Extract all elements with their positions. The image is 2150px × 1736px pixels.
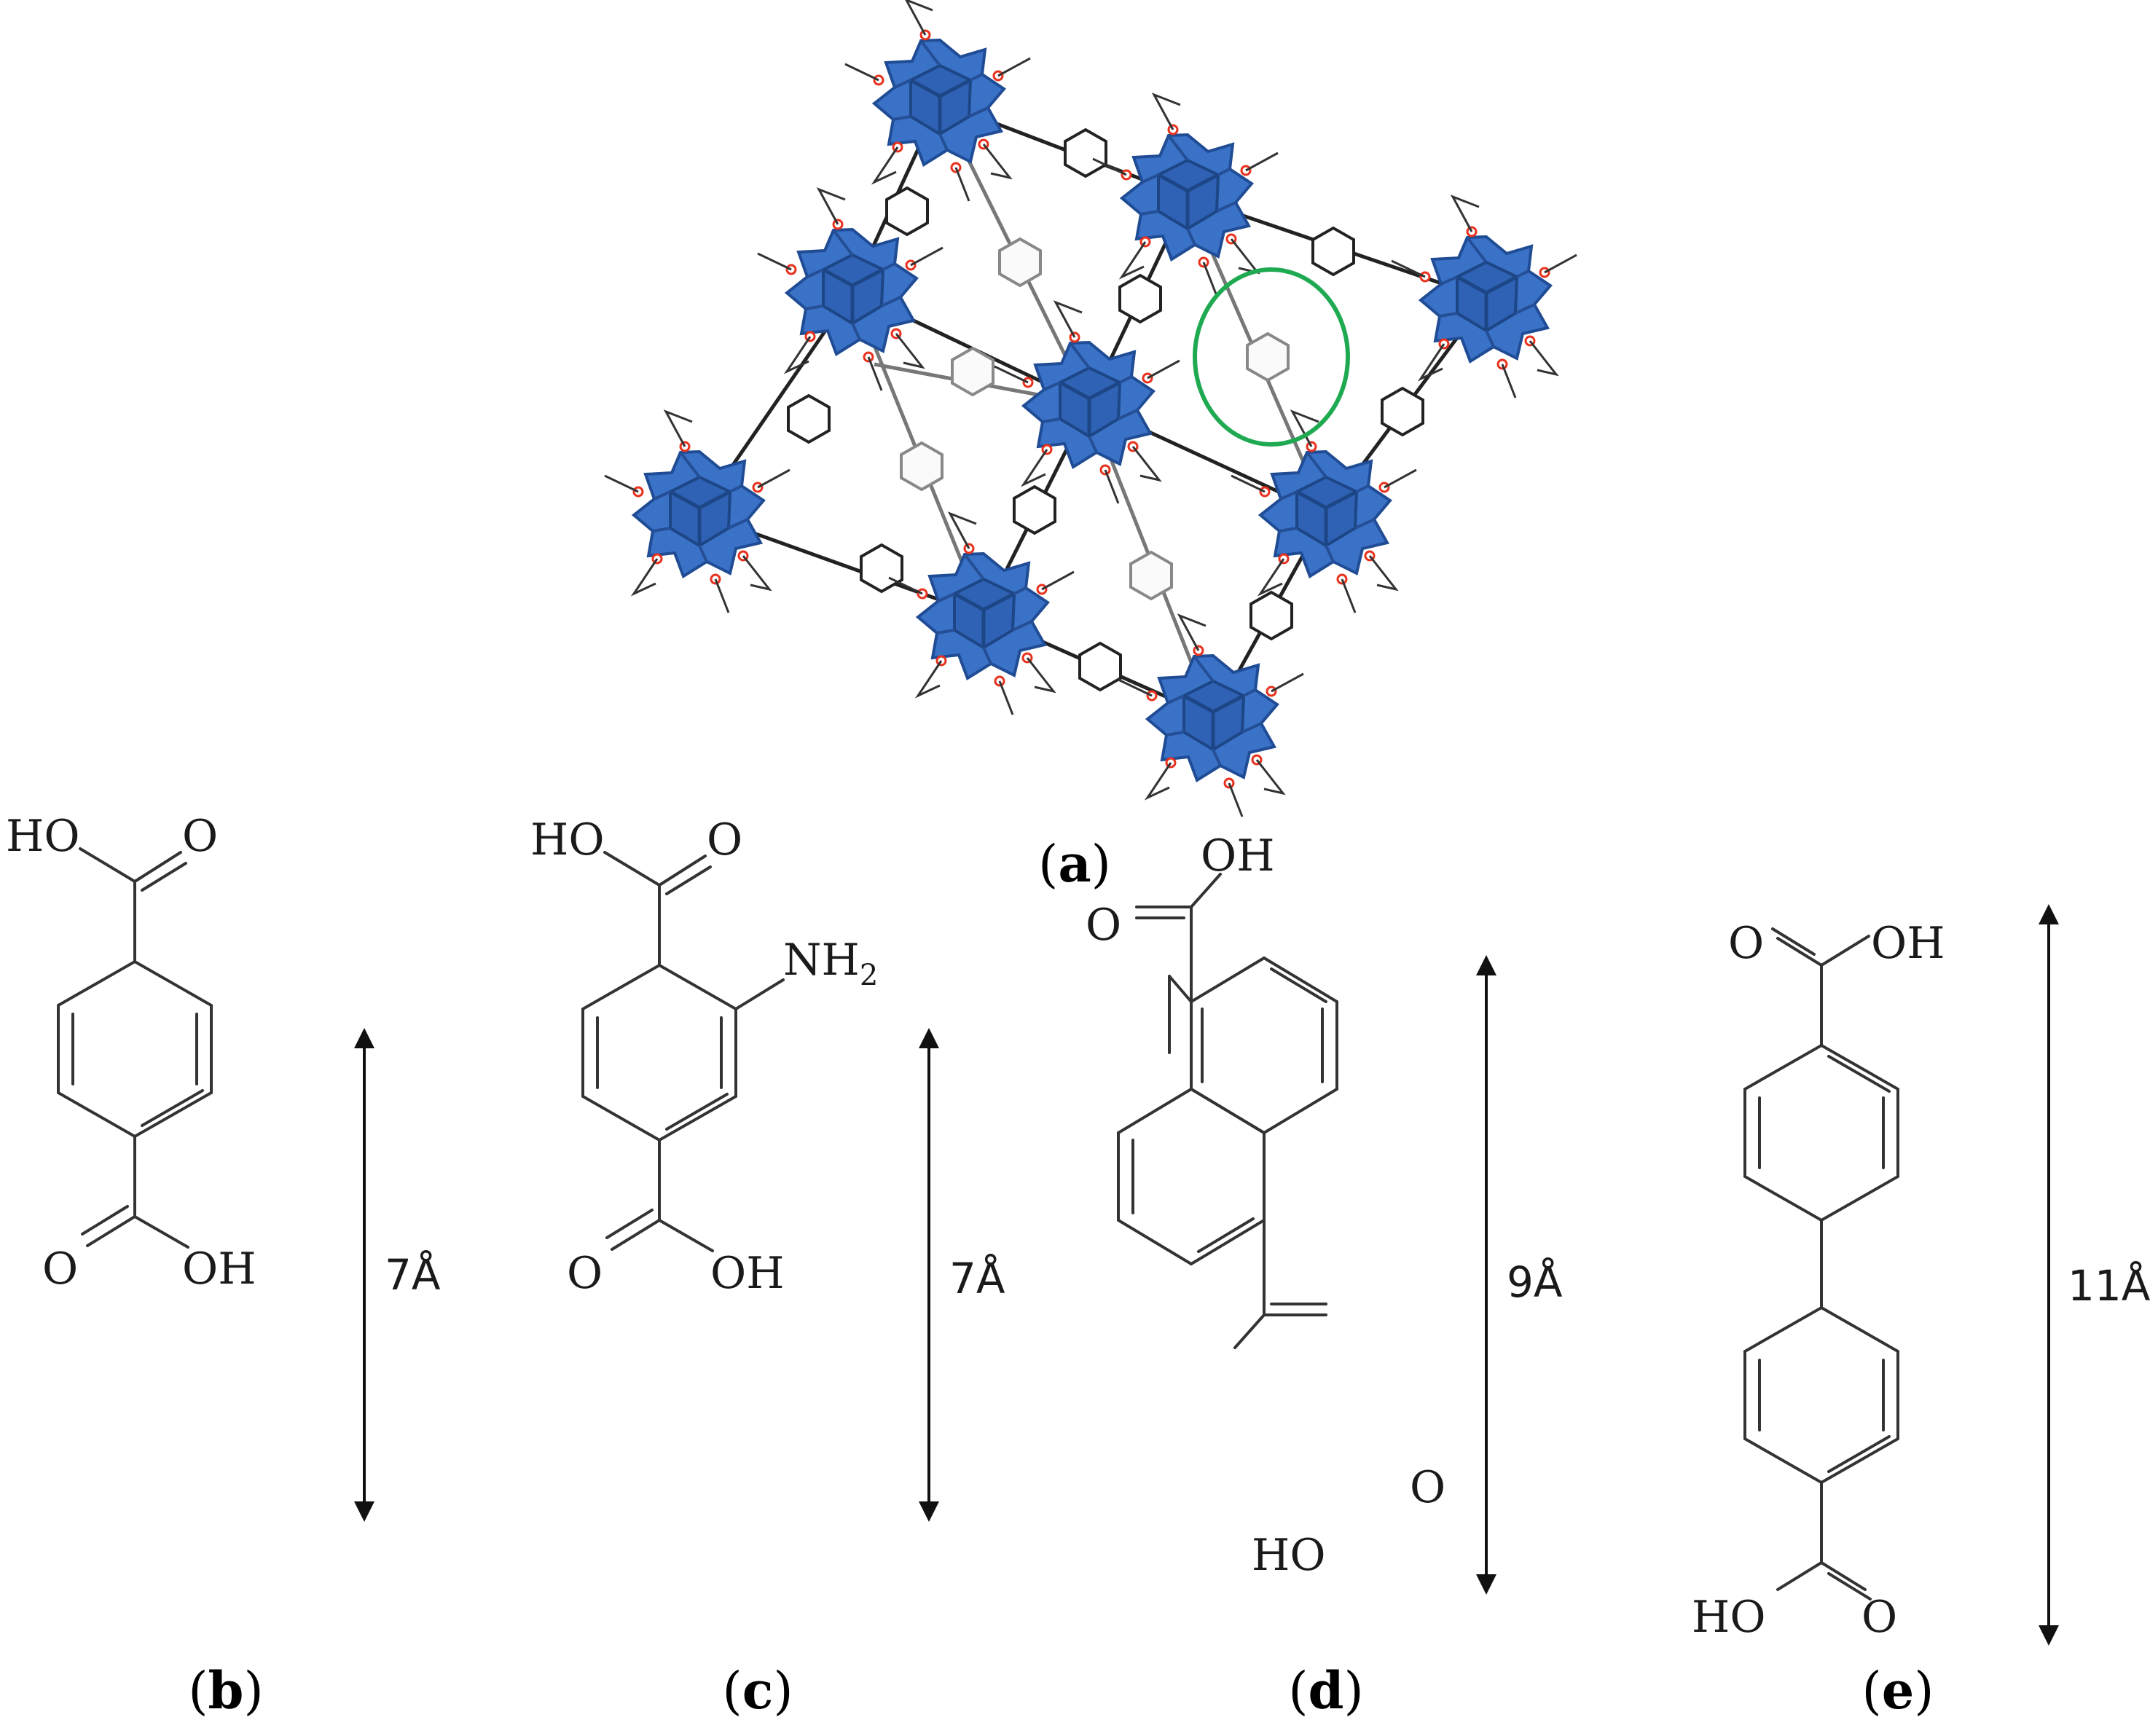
- mof-framework: [605, 0, 1577, 817]
- panel-label-e: (e): [1861, 1660, 1934, 1721]
- panel-label-d: (d): [1288, 1660, 1364, 1721]
- molecule-d: O OH HO O: [1086, 830, 1445, 1581]
- label-e-bottom-right: O: [1861, 1592, 1897, 1643]
- length-b: 7Å: [385, 1249, 441, 1300]
- length-d: 9Å: [1507, 1257, 1563, 1307]
- label-c-substituent: NH2: [783, 935, 878, 992]
- label-e-bottom-left: HO: [1692, 1592, 1766, 1643]
- label-d-bottom-left: HO: [1252, 1530, 1326, 1581]
- label-c-top-left: HO: [530, 814, 605, 865]
- label-c-bottom-left: O: [567, 1248, 603, 1299]
- label-c-bottom-right: OH: [710, 1248, 785, 1299]
- label-e-top-left: O: [1728, 918, 1764, 969]
- label-e-top-right: OH: [1871, 918, 1945, 969]
- label-d-top-right: OH: [1201, 830, 1275, 881]
- metal-clusters: [605, 0, 1577, 817]
- label-d-bottom-right: O: [1410, 1462, 1445, 1513]
- label-b-top-right: O: [182, 811, 218, 862]
- label-b-bottom-left: O: [42, 1244, 78, 1295]
- cluster-5: [994, 302, 1180, 503]
- label-b-bottom-right: OH: [182, 1244, 256, 1295]
- cluster-9: [1118, 616, 1303, 817]
- cluster-2: [1093, 95, 1278, 296]
- molecule-c: HO O NH2 O OH: [530, 814, 878, 1299]
- molecule-e: O OH HO O: [1692, 918, 1945, 1643]
- panel-label-a: (a): [1038, 833, 1111, 894]
- molecule-b: HO O O OH: [6, 811, 256, 1295]
- cluster-8: [889, 514, 1074, 715]
- label-c-top-right: O: [707, 814, 742, 865]
- cluster-3: [1392, 197, 1577, 398]
- cluster-1: [845, 0, 1030, 201]
- length-c: 7Å: [949, 1253, 1005, 1303]
- cluster-6: [605, 412, 790, 613]
- label-b-top-left: HO: [6, 811, 80, 862]
- highlight-ellipse: [1193, 267, 1350, 447]
- label-d-top-left: O: [1086, 900, 1121, 951]
- panel-label-b: (b): [188, 1660, 264, 1721]
- length-e: 11Å: [2068, 1260, 2150, 1311]
- panel-label-c: (c): [722, 1660, 793, 1721]
